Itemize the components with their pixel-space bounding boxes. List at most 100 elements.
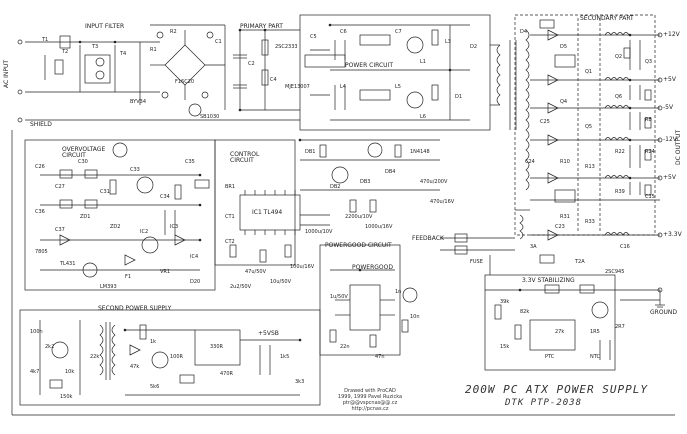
part-designator: 2R7 xyxy=(615,324,625,330)
part-designator: BR1 xyxy=(225,184,236,190)
part-designator: C15 xyxy=(645,194,655,200)
part-designator: CT1 xyxy=(225,214,235,220)
part-designator: R13 xyxy=(585,164,595,170)
part-designator: C25 xyxy=(540,119,550,125)
part-designator: 150k xyxy=(60,394,73,400)
credit-line: ptr@@vspcnas@@.cz xyxy=(342,400,398,406)
powergood-label: POWERGOOD xyxy=(352,264,393,271)
part-designator: 2SC945 xyxy=(605,269,625,275)
output-label: -12V xyxy=(663,136,677,143)
part-designator: 10n xyxy=(410,314,420,320)
part-designator: VR1 xyxy=(160,269,171,275)
part-designator: 47n xyxy=(375,354,385,360)
part-designator: 47k xyxy=(130,364,140,370)
part-designator: C6 xyxy=(340,29,347,35)
part-designator: D4 xyxy=(520,29,528,35)
stabilizing-label: 3.3V STABILIZING xyxy=(522,277,575,284)
part-designator: 470u/200V xyxy=(420,179,448,185)
credit-line: Drawed with ProCAD xyxy=(344,388,396,394)
part-designator: R24 xyxy=(645,149,655,155)
part-designator: Q3 xyxy=(645,59,653,65)
part-designator: C37 xyxy=(55,227,65,233)
part-designator: L1 xyxy=(420,59,426,65)
part-designator: 1u/50V xyxy=(330,294,348,300)
part-designator: R2 xyxy=(170,29,177,35)
part-designator: C34 xyxy=(160,194,170,200)
part-designator: C35 xyxy=(185,159,195,165)
part-designator: R33 xyxy=(585,219,595,225)
part-designator: 1n xyxy=(395,289,402,295)
part-designator: DB2 xyxy=(330,184,341,190)
part-designator: 470u/16V xyxy=(430,199,455,205)
part-designator: BYV34 xyxy=(130,99,146,105)
part-designator: 15k xyxy=(500,344,510,350)
part-designator: 22k xyxy=(90,354,100,360)
part-designator: D20 xyxy=(190,279,201,285)
part-designator: Q6 xyxy=(615,94,623,100)
part-designator: TL431 xyxy=(60,261,76,267)
part-designator: 2200u/10V xyxy=(345,214,373,220)
part-designator: NTC xyxy=(590,354,600,360)
overvoltage-label: OVERVOLTAGE CIRCUIT xyxy=(62,146,106,159)
part-designator: 1k5 xyxy=(280,354,290,360)
part-designator: 10u/50V xyxy=(270,279,291,285)
part-designator: C30 xyxy=(78,159,88,165)
output-label: +5V xyxy=(663,76,676,83)
part-designator: 2k2 xyxy=(45,344,55,350)
part-designator: DB1 xyxy=(305,149,316,155)
part-designator: C31 xyxy=(100,189,110,195)
ground-label: GROUND xyxy=(650,309,678,316)
part-designator: C2 xyxy=(248,61,255,67)
credit-line: 1999, 1999 Pavel Ruzicka xyxy=(337,394,403,400)
secondary-part-label: SECONDARY PART xyxy=(580,15,634,22)
part-designator: R31 xyxy=(560,214,570,220)
output-label: +3.3V xyxy=(663,231,682,238)
title-line-1: 200W PC ATX POWER SUPPLY xyxy=(465,383,648,396)
part-designator: R39 xyxy=(615,189,625,195)
part-designator: Q5 xyxy=(585,124,593,130)
part-designator: 470R xyxy=(220,371,234,377)
part-designator: F1 xyxy=(125,274,132,280)
credits: Drawed with ProCAD 1999, 1999 Pavel Ruzi… xyxy=(325,388,415,412)
part-designator: 10k xyxy=(65,369,75,375)
part-designator: C24 xyxy=(525,159,535,165)
ic1-label: IC1 TL494 xyxy=(252,209,283,216)
control-circuit-label: CONTROL CIRCUIT xyxy=(230,151,260,164)
part-designator: L3 xyxy=(445,39,451,45)
part-designator: 1R5 xyxy=(590,329,600,335)
part-designator: R1 xyxy=(150,47,157,53)
part-designator: 3A xyxy=(530,244,537,250)
powergood-circuit-label: POWERGOOD CIRCUIT xyxy=(325,242,392,249)
part-designator: 1000u/16V xyxy=(365,224,393,230)
part-designator: Q2 xyxy=(615,54,623,60)
part-designator: L6 xyxy=(420,114,426,120)
part-designator: DB4 xyxy=(385,169,396,175)
part-designator: 4k7 xyxy=(30,369,40,375)
part-designator: CT2 xyxy=(225,239,235,245)
part-designator: MJE13007 xyxy=(285,84,310,90)
part-designator: 5k6 xyxy=(150,384,160,390)
part-designator: C36 xyxy=(35,209,45,215)
part-designator: 1000u/10V xyxy=(305,229,333,235)
part-designator: 3k3 xyxy=(295,379,305,385)
output-label: +5VSB xyxy=(258,330,279,337)
output-label: +5V xyxy=(663,174,676,181)
part-designator: IC3 xyxy=(170,224,179,230)
part-designator: C27 xyxy=(55,184,65,190)
part-designator: FUSE xyxy=(470,259,483,265)
part-designator: IC4 xyxy=(190,254,199,260)
part-designator: 47u/50V xyxy=(245,269,266,275)
power-circuit-label: POWER CIRCUIT xyxy=(345,62,393,69)
part-designator: D5 xyxy=(560,44,568,50)
part-designator: Q4 xyxy=(560,99,568,105)
part-designator: T3 xyxy=(92,44,99,50)
part-designator: PTC xyxy=(545,354,555,360)
part-designator: 100u/16V xyxy=(290,264,315,270)
title-line-2: DTK PTP-2038 xyxy=(505,398,583,408)
part-designator: C33 xyxy=(130,167,140,173)
part-designator: 7805 xyxy=(35,249,48,255)
part-designator: LM393 xyxy=(100,284,117,290)
part-designator: 2SC2333 xyxy=(275,44,298,50)
part-designator: F16C20 xyxy=(175,79,195,85)
